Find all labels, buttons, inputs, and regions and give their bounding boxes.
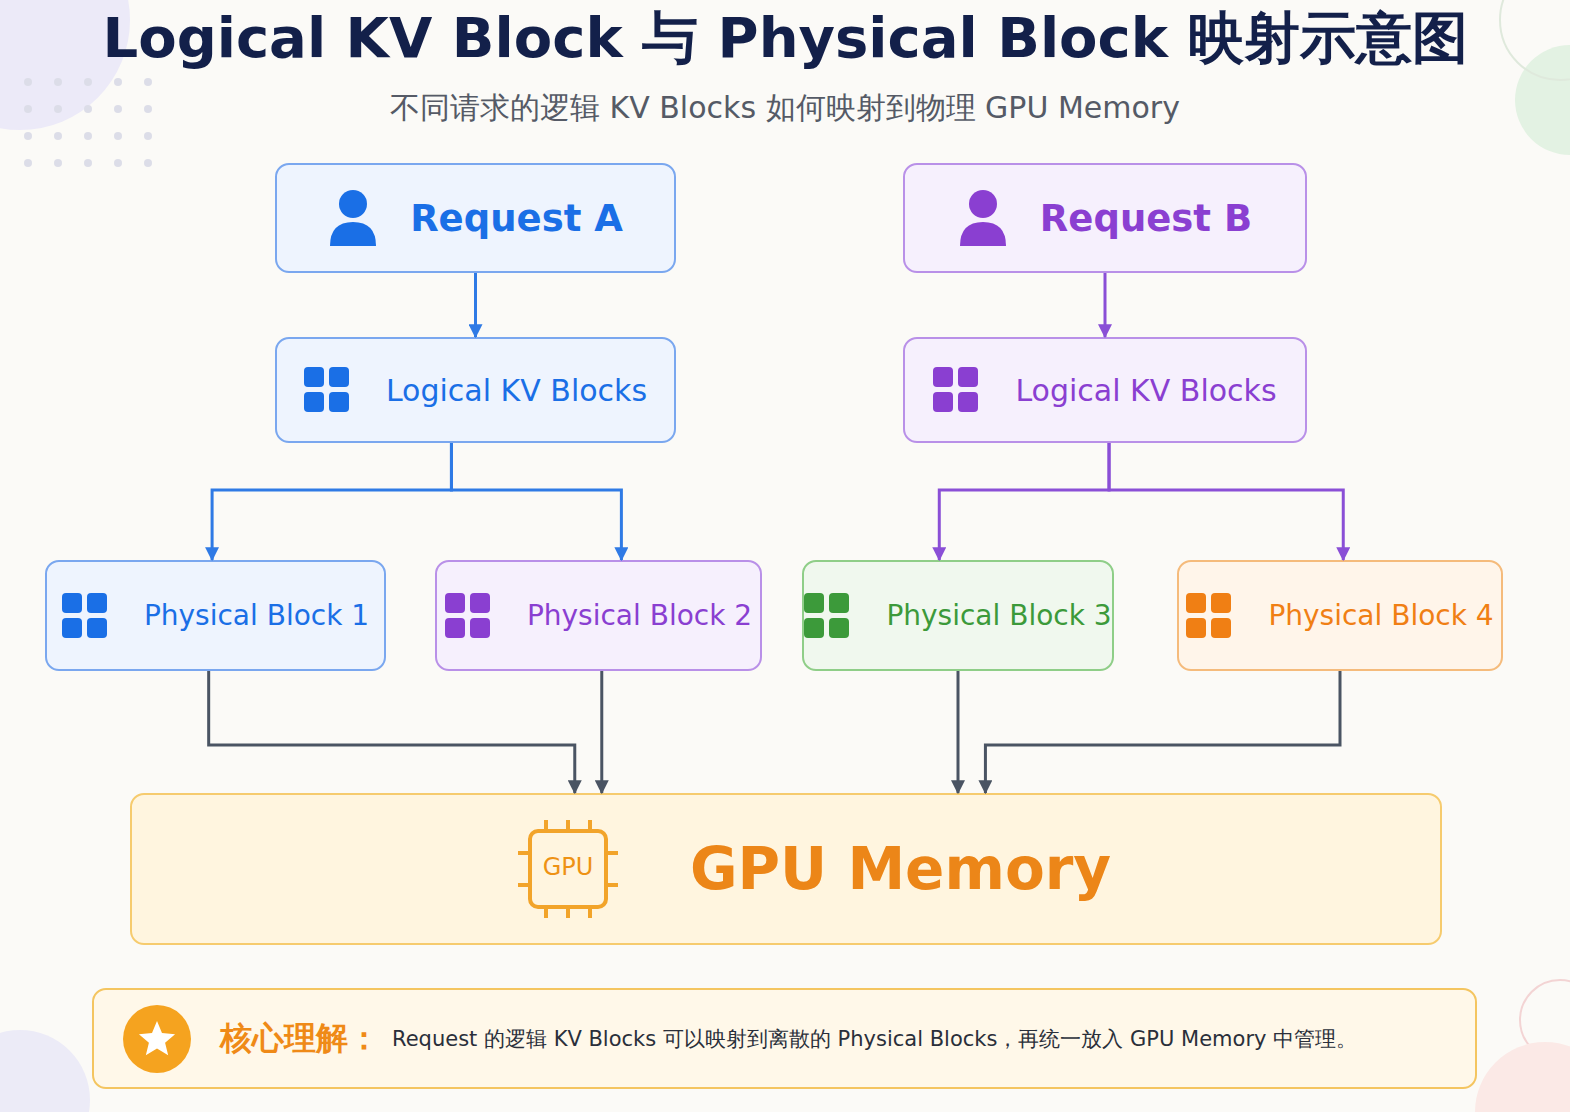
grid-icon bbox=[804, 593, 850, 639]
decor-dot bbox=[84, 159, 92, 167]
node-label: Request A bbox=[410, 197, 623, 240]
decor-dot bbox=[144, 159, 152, 167]
decor-dot bbox=[84, 78, 92, 86]
decor-dot bbox=[54, 78, 62, 86]
decor-dot bbox=[114, 159, 122, 167]
connector-arrow bbox=[209, 671, 575, 793]
connector-arrow bbox=[474, 273, 477, 337]
insight-box: 核心理解： Request 的逻辑 KV Blocks 可以映射到离散的 Phys… bbox=[92, 988, 1477, 1089]
decor-dot bbox=[54, 105, 62, 113]
connector-arrow bbox=[451, 443, 621, 560]
request-box: Request B bbox=[903, 163, 1307, 273]
physical-block-box: Physical Block 3 bbox=[802, 560, 1114, 671]
logical-block-box: Logical KV Blocks bbox=[275, 337, 676, 443]
node-label: Physical Block 1 bbox=[144, 599, 369, 632]
connector-arrow bbox=[985, 671, 1340, 793]
gpu-memory-box: GPU GPU Memory bbox=[130, 793, 1442, 945]
decor-dot bbox=[144, 105, 152, 113]
connector-arrow bbox=[1109, 443, 1343, 560]
physical-block-box: Physical Block 4 bbox=[1177, 560, 1503, 671]
corner-circle bbox=[1515, 45, 1570, 155]
grid-icon bbox=[445, 593, 491, 639]
dot-grid bbox=[24, 78, 152, 167]
corner-circle bbox=[0, 1030, 90, 1112]
physical-block-box: Physical Block 2 bbox=[435, 560, 762, 671]
decor-dot bbox=[24, 105, 32, 113]
decor-dot bbox=[54, 159, 62, 167]
connector-arrow bbox=[957, 671, 960, 793]
insight-heading: 核心理解： bbox=[220, 1017, 380, 1061]
node-label: Logical KV Blocks bbox=[1015, 373, 1276, 408]
grid-icon bbox=[304, 367, 350, 413]
decor-dot bbox=[144, 78, 152, 86]
decor-dot bbox=[24, 78, 32, 86]
decor-dot bbox=[114, 78, 122, 86]
decor-dot bbox=[114, 105, 122, 113]
connector-arrow bbox=[600, 671, 603, 793]
diagram-caption: 不同请求的逻辑 KV Blocks 如何映射到物理 GPU Memory bbox=[0, 86, 1570, 130]
node-label: Logical KV Blocks bbox=[386, 373, 647, 408]
decor-dot bbox=[144, 132, 152, 140]
decor-dot bbox=[54, 132, 62, 140]
grid-icon bbox=[1186, 593, 1232, 639]
logical-block-box: Logical KV Blocks bbox=[903, 337, 1307, 443]
chip-label: GPU bbox=[516, 853, 620, 881]
request-box: Request A bbox=[275, 163, 676, 273]
connector-arrow bbox=[1104, 273, 1107, 337]
person-icon bbox=[328, 188, 378, 248]
grid-icon bbox=[933, 367, 979, 413]
decor-dot bbox=[24, 159, 32, 167]
gpu-chip: GPU bbox=[516, 819, 620, 919]
star-icon bbox=[122, 1004, 192, 1074]
node-label: Physical Block 3 bbox=[886, 599, 1111, 632]
corner-circle bbox=[1475, 1042, 1570, 1112]
grid-icon bbox=[62, 593, 108, 639]
connector-arrow bbox=[212, 443, 451, 560]
decor-dot bbox=[84, 132, 92, 140]
node-label: GPU Memory bbox=[690, 835, 1111, 903]
decor-dot bbox=[24, 132, 32, 140]
decor-dot bbox=[84, 105, 92, 113]
node-label: Request B bbox=[1040, 197, 1252, 240]
corner-ring bbox=[1500, 0, 1570, 80]
connector-arrow bbox=[939, 443, 1109, 560]
decor-dot bbox=[114, 132, 122, 140]
node-label: Physical Block 2 bbox=[527, 599, 752, 632]
diagram-title: Logical KV Block 与 Physical Block 映射示意图 bbox=[0, 0, 1570, 76]
node-label: Physical Block 4 bbox=[1268, 599, 1493, 632]
insight-text: Request 的逻辑 KV Blocks 可以映射到离散的 Physical … bbox=[392, 1025, 1357, 1053]
physical-block-box: Physical Block 1 bbox=[45, 560, 386, 671]
person-icon bbox=[958, 188, 1008, 248]
